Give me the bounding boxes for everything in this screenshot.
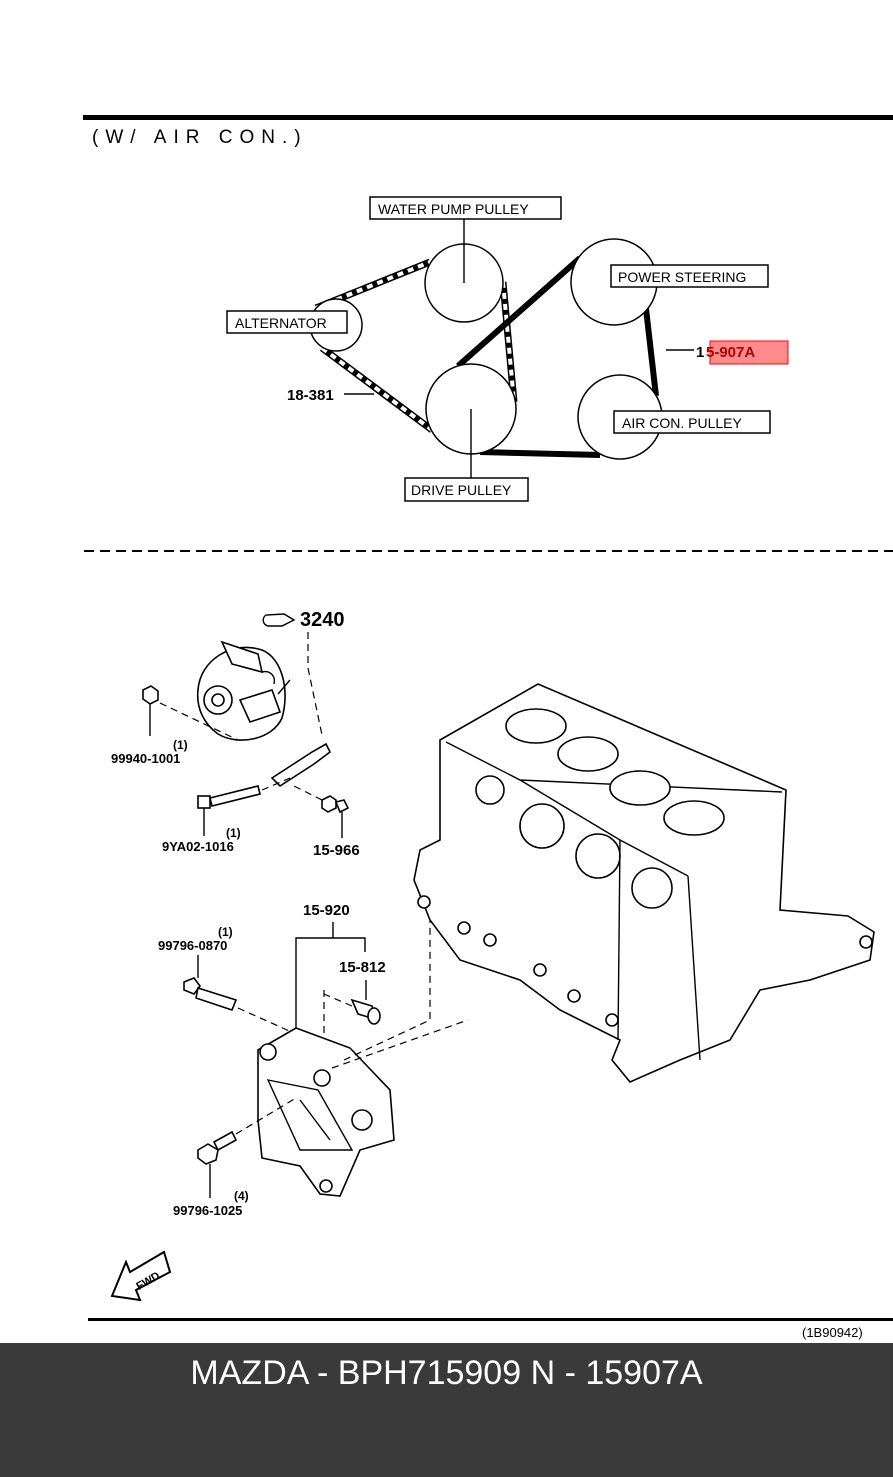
bolt-99940-qty: (1) — [173, 738, 188, 752]
bolt-1025-icon — [197, 1130, 238, 1198]
condition-label: (W/ AIR CON.) — [92, 127, 308, 148]
bolt-99940-part-number[interactable]: 99940-1001 — [111, 751, 180, 766]
drawing-id: (1B90942) — [802, 1325, 863, 1340]
bolt-0870-icon — [183, 955, 238, 1011]
exploded-view: 3240 (1) 99940-1001 (1) 9YA0 — [110, 609, 875, 1302]
bolt-9ya02-qty: (1) — [226, 826, 241, 840]
bolt-1025-part-number[interactable]: 99796-1025 — [173, 1203, 242, 1218]
fwd-arrow-icon: FWD — [110, 1250, 172, 1302]
nut-15966-part-number[interactable]: 15-966 — [313, 842, 360, 859]
bottom-rule — [88, 1318, 893, 1321]
bolt-9ya02-icon — [197, 785, 261, 836]
aircon-belt — [456, 255, 659, 458]
reference-number[interactable]: 3240 — [300, 609, 345, 631]
nut-15966-icon — [321, 795, 350, 838]
footer-bar — [0, 1343, 893, 1477]
drive-pulley-label: DRIVE PULLEY — [411, 482, 512, 498]
power-steering-label: POWER STEERING — [618, 269, 746, 285]
highlight-box — [709, 340, 789, 365]
water-pump-pulley-label: WATER PUMP PULLEY — [378, 201, 529, 217]
bracket-15920-part-number[interactable]: 15-920 — [303, 902, 350, 919]
bolt-0870-part-number[interactable]: 99796-0870 — [158, 938, 227, 953]
parts-diagram: (W/ AIR CON.) WATER PUMP PULLEY ALTERNAT… — [83, 115, 893, 1340]
aircon-belt-part-number[interactable]: 5-907A — [706, 344, 755, 361]
mounting-bracket — [257, 1027, 395, 1197]
footer-text: MAZDA - BPH715909 N - 15907A — [190, 1354, 703, 1392]
belt-diagram: WATER PUMP PULLEY ALTERNATOR POWER STEER… — [226, 196, 789, 502]
alternator-belt — [314, 258, 518, 433]
reference-pointer-icon — [262, 613, 296, 627]
alternator-belt-part-number[interactable]: 18-381 — [287, 387, 334, 404]
top-rule — [83, 115, 893, 120]
bolt-99940-icon — [142, 685, 159, 736]
bolt-0870-qty: (1) — [218, 925, 233, 939]
bushing-15812-icon — [350, 998, 381, 1025]
aircon-belt-prefix[interactable]: 1 — [696, 344, 704, 361]
power-steering-pump — [196, 640, 286, 741]
engine-block — [413, 683, 875, 1083]
aircon-pulley-label: AIR CON. PULLEY — [622, 415, 742, 431]
alternator-label: ALTERNATOR — [235, 315, 327, 331]
bushing-15812-part-number[interactable]: 15-812 — [339, 959, 386, 976]
bolt-9ya02-part-number[interactable]: 9YA02-1016 — [162, 839, 234, 854]
bolt-1025-qty: (4) — [234, 1189, 249, 1203]
